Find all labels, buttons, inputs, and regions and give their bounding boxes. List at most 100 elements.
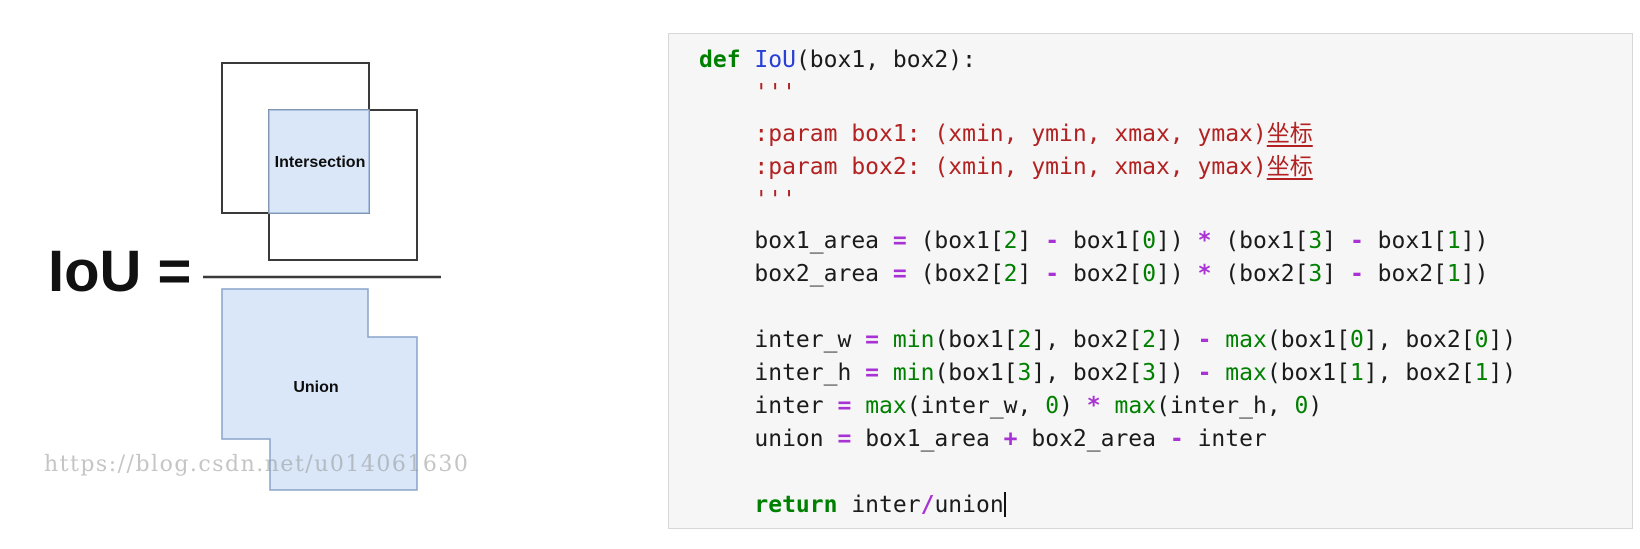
code-token-pl xyxy=(699,187,754,213)
code-token-pl: union xyxy=(699,426,838,452)
code-token-op: - xyxy=(1045,261,1060,287)
code-token-str: :param box1: (xmin, ymin, xmax, ymax) xyxy=(754,121,1267,147)
code-token-op: = xyxy=(892,228,907,254)
code-token-pl: box2[ xyxy=(1059,261,1143,287)
code-token-op: - xyxy=(1349,228,1364,254)
code-line: inter = max(inter_w, 0) * max(inter_h, 0… xyxy=(699,390,1624,423)
code-token-pl: (box1[ xyxy=(1266,360,1350,386)
code-editor[interactable]: def IoU(box1, box2): ''' :param box1: (x… xyxy=(668,33,1633,529)
intersection-region xyxy=(268,109,370,214)
code-token-pl xyxy=(699,121,754,147)
code-token-pl: inter xyxy=(699,393,838,419)
watermark: https://blog.csdn.net/u014061630 xyxy=(44,452,470,477)
code-token-num: 0 xyxy=(1474,327,1489,353)
code-token-kw: return xyxy=(754,492,838,518)
iou-formula-label: IoU = xyxy=(48,239,192,304)
code-token-op: / xyxy=(920,492,935,518)
code-line: ''' xyxy=(699,77,1624,110)
code-token-str: ''' xyxy=(754,80,796,106)
code-token-op: = xyxy=(837,393,852,419)
intersection-label: Intersection xyxy=(275,154,366,171)
code-token-op: * xyxy=(1197,228,1212,254)
code-token-num: 2 xyxy=(1003,261,1018,287)
code-token-num: 3 xyxy=(1308,261,1323,287)
code-line: :param box2: (xmin, ymin, xmax, ymax)坐标 xyxy=(699,151,1624,184)
code-token-pl xyxy=(1211,360,1225,386)
code-line: box2_area = (box2[2] - box2[0]) * (box2[… xyxy=(699,258,1624,291)
code-token-num: 1 xyxy=(1349,360,1364,386)
code-gap xyxy=(699,110,1624,118)
code-token-str: :param box2: (xmin, ymin, xmax, ymax) xyxy=(754,154,1267,180)
text-cursor xyxy=(1003,492,1006,517)
code-line: union = box1_area + box2_area - inter xyxy=(699,423,1624,456)
code-token-pl xyxy=(741,47,755,73)
code-token-num: 2 xyxy=(1003,228,1018,254)
code-token-pl: ]) xyxy=(1156,327,1198,353)
union-label: Union xyxy=(293,379,338,396)
code-token-pl: ] xyxy=(1017,228,1046,254)
code-token-op: * xyxy=(1197,261,1212,287)
code-token-bi: min xyxy=(892,360,935,386)
code-token-pl: ) xyxy=(1059,393,1087,419)
code-line: box1_area = (box1[2] - box1[0]) * (box1[… xyxy=(699,225,1624,258)
code-token-pl: (box1[ xyxy=(934,360,1018,386)
code-token-pl: ]) xyxy=(1488,327,1517,353)
code-line xyxy=(699,456,1624,489)
code-token-pl: ]) xyxy=(1460,261,1489,287)
code-token-pl: inter xyxy=(837,492,921,518)
code-token-pl: (box1, box2): xyxy=(795,47,976,73)
code-token-pl: (box2[ xyxy=(906,261,1004,287)
code-token-op: * xyxy=(1086,393,1101,419)
code-token-op: - xyxy=(1197,360,1212,386)
code-token-num: 1 xyxy=(1446,228,1461,254)
code-token-pl: inter xyxy=(1183,426,1267,452)
code-token-pl: (inter_h, xyxy=(1156,393,1295,419)
code-token-pl xyxy=(879,327,893,353)
code-token-pl: ], box2[ xyxy=(1031,360,1143,386)
code-token-num: 0 xyxy=(1142,228,1157,254)
code-token-num: 3 xyxy=(1017,360,1032,386)
code-token-op: = xyxy=(865,327,880,353)
code-token-pl xyxy=(699,492,754,518)
code-token-pl: ]) xyxy=(1156,261,1198,287)
code-token-bi: max xyxy=(1225,327,1267,353)
code-token-pl xyxy=(1211,327,1225,353)
code-token-pl: ] xyxy=(1322,261,1350,287)
code-token-pl: ], box2[ xyxy=(1363,360,1475,386)
code-token-pl: (box1[ xyxy=(934,327,1018,353)
code-token-op: - xyxy=(1349,261,1364,287)
code-token-num: 0 xyxy=(1349,327,1364,353)
code-token-op: = xyxy=(865,360,880,386)
iou-shapes-canvas: Intersection Union xyxy=(203,62,441,491)
code-token-op: - xyxy=(1169,426,1184,452)
code-line: :param box1: (xmin, ymin, xmax, ymax)坐标 xyxy=(699,118,1624,151)
code-token-op: - xyxy=(1045,228,1060,254)
code-token-pl: inter_w xyxy=(699,327,866,353)
code-token-pl: box2_area xyxy=(699,261,893,287)
code-token-stru: 坐标 xyxy=(1266,154,1313,180)
code-token-pl: box2_area xyxy=(1017,426,1170,452)
code-token-bi: max xyxy=(1114,393,1157,419)
code-token-pl: (inter_w, xyxy=(906,393,1046,419)
code-token-bi: max xyxy=(1225,360,1267,386)
code-token-op: = xyxy=(892,261,907,287)
code-token-pl: ]) xyxy=(1488,360,1517,386)
code-line: ''' xyxy=(699,184,1624,217)
code-token-num: 3 xyxy=(1142,360,1157,386)
code-token-pl: ) xyxy=(1308,393,1323,419)
code-token-pl: box1[ xyxy=(1059,228,1143,254)
code-token-pl: inter_h xyxy=(699,360,866,386)
code-token-num: 0 xyxy=(1045,393,1060,419)
code-token-str: ''' xyxy=(754,187,796,213)
code-gap xyxy=(699,217,1624,225)
code-line: inter_w = min(box1[2], box2[2]) - max(bo… xyxy=(699,324,1624,357)
code-token-pl: (box1[ xyxy=(1266,327,1350,353)
code-token-kw: def xyxy=(699,47,741,73)
code-token-pl: box1_area xyxy=(851,426,1004,452)
code-token-pl xyxy=(1101,393,1115,419)
code-content: def IoU(box1, box2): ''' :param box1: (x… xyxy=(669,34,1632,522)
iou-diagram: IoU = Intersection Union https://blog.cs… xyxy=(0,0,660,549)
code-line: inter_h = min(box1[3], box2[3]) - max(bo… xyxy=(699,357,1624,390)
union-region xyxy=(221,288,418,491)
code-line xyxy=(699,291,1624,324)
